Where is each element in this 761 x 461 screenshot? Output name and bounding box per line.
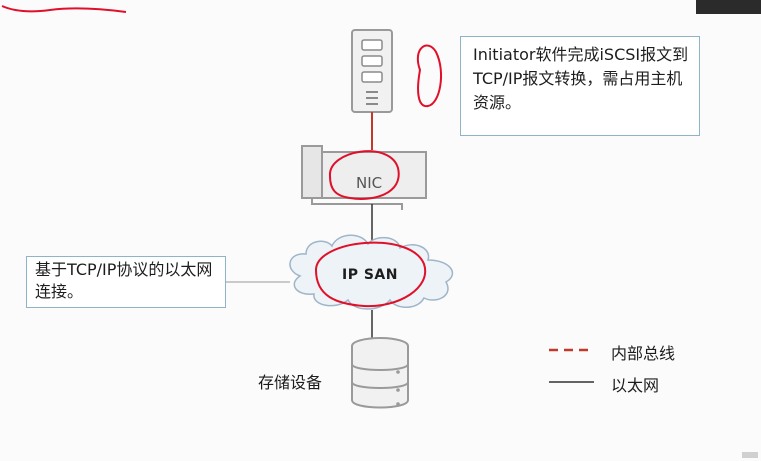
storage-device-icon (351, 337, 409, 409)
initiator-callout-text: Initiator软件完成iSCSI报文到TCP/IP报文转换，需占用主机资源。 (473, 45, 689, 112)
legend-internal-bus-label: 内部总线 (611, 344, 676, 363)
server-icon (351, 29, 393, 113)
ip-san-label: IP SAN (342, 267, 398, 283)
nic-label: NIC (356, 174, 383, 192)
webcam-overlay (696, 0, 761, 14)
annotation-circle-server (417, 44, 443, 108)
initiator-callout: Initiator软件完成iSCSI报文到TCP/IP报文转换，需占用主机资源。 (460, 36, 700, 136)
ip-san-cloud-icon (289, 234, 454, 310)
corner-mark (742, 452, 758, 458)
annotation-scribble-topleft (1, 5, 127, 13)
storage-device-label: 存储设备 (258, 373, 323, 392)
annotation-circle-nic (328, 150, 400, 200)
tcpip-callout: 基于TCP/IP协议的以太网连接。 (26, 256, 226, 308)
legend-ethernet-label: 以太网 (611, 376, 660, 395)
tcpip-callout-text: 基于TCP/IP协议的以太网连接。 (35, 260, 213, 301)
annotation-circle-san (314, 241, 427, 308)
